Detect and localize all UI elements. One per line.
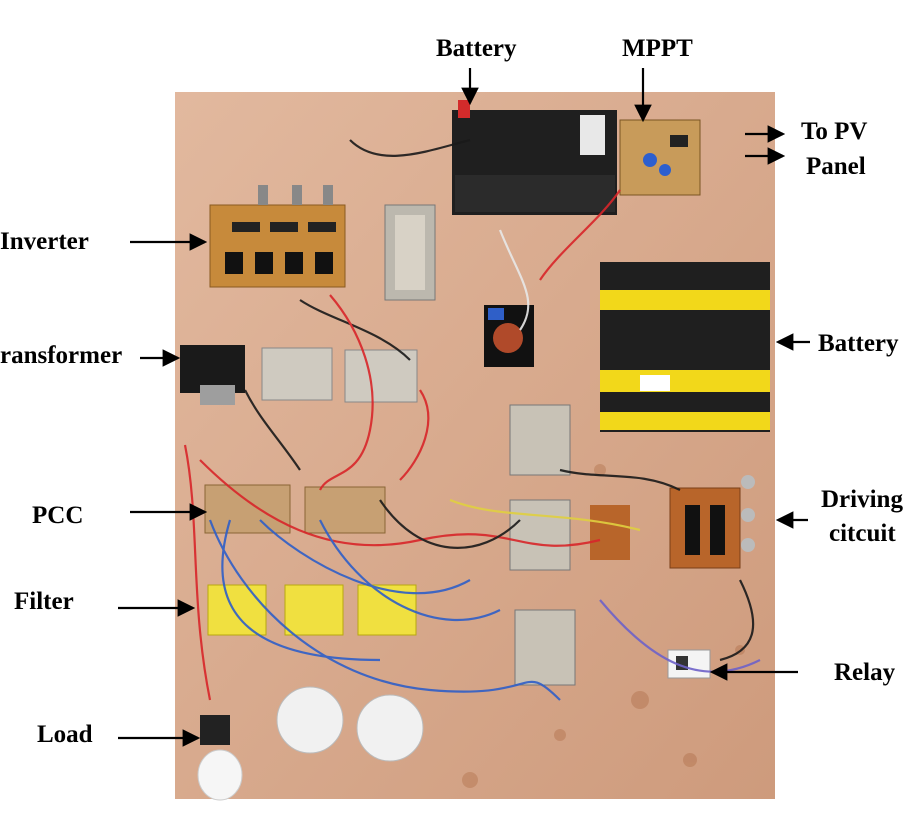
driving-circuit-pcb [590,475,755,569]
filter-capacitors [207,584,417,636]
label-relay: Relay [834,659,896,686]
transformer-row [180,345,418,405]
wiring [183,138,761,701]
label-transformer: ransformer [0,342,123,369]
inverter-pcb [209,185,346,288]
top-battery [452,100,617,215]
label-to-pv: To PV [801,118,868,145]
label-battery-right: Battery [818,330,899,357]
label-mppt: MPPT [622,35,693,62]
load-lamps [197,686,424,801]
mppt-pcb [619,119,701,196]
center-transformer [384,204,436,301]
label-driving-circuit-line2: citcuit [829,520,896,547]
label-pcc: PCC [32,502,84,529]
pcc-boards [204,484,386,534]
label-inverter: Inverter [0,228,89,255]
large-battery [600,262,770,432]
label-driving-circuit-line1: Driving [821,486,903,513]
label-panel: Panel [806,153,866,180]
label-filter: Filter [14,588,74,615]
label-battery-top: Battery [436,35,517,62]
label-load: Load [37,721,93,748]
buck-converter [484,305,534,367]
mid-transformers [509,404,576,686]
